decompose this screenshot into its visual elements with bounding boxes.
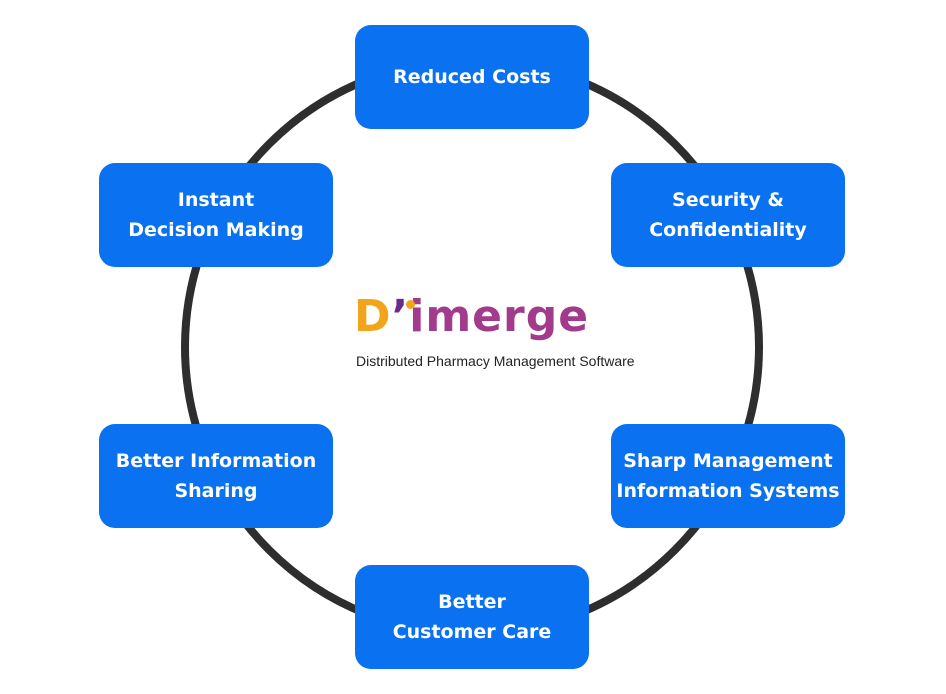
logo-wordmark: D’imerge <box>354 287 589 347</box>
node-reduced-costs: Reduced Costs <box>355 25 589 129</box>
node-label-line1: Sharp Management <box>623 450 833 472</box>
node-better-customer-care: Better Customer Care <box>355 565 589 669</box>
node-label-line1: Better Information <box>115 450 317 472</box>
node-better-information-sharing: Better Information Sharing <box>99 424 333 528</box>
node-sharp-management: Sharp Management Information Systems <box>611 424 845 528</box>
node-label-line1: Security & <box>672 189 784 211</box>
logo-tagline: Distributed Pharmacy Management Software <box>356 353 635 369</box>
logo: D’imerge Distributed Pharmacy Management… <box>350 287 650 377</box>
node-label-line2: Confidentiality <box>649 219 807 241</box>
node-label-line2: Decision Making <box>128 219 304 241</box>
node-label-line2: Customer Care <box>392 621 552 643</box>
node-label-line1: Instant <box>177 189 255 211</box>
node-label-line2: Information Systems <box>616 480 840 502</box>
node-label-line2: Sharing <box>174 480 258 502</box>
logo-pill-dot-icon <box>406 300 415 309</box>
node-security-confidentiality: Security & Confidentiality <box>611 163 845 267</box>
logo-apostrophe: ’ <box>391 291 410 342</box>
node-instant-decision-making: Instant Decision Making <box>99 163 333 267</box>
node-label-line1: Reduced Costs <box>393 66 551 88</box>
logo-letter-d: D <box>354 291 392 342</box>
node-label-line1: Better <box>438 591 506 613</box>
logo-word-rest: imerge <box>409 291 590 342</box>
